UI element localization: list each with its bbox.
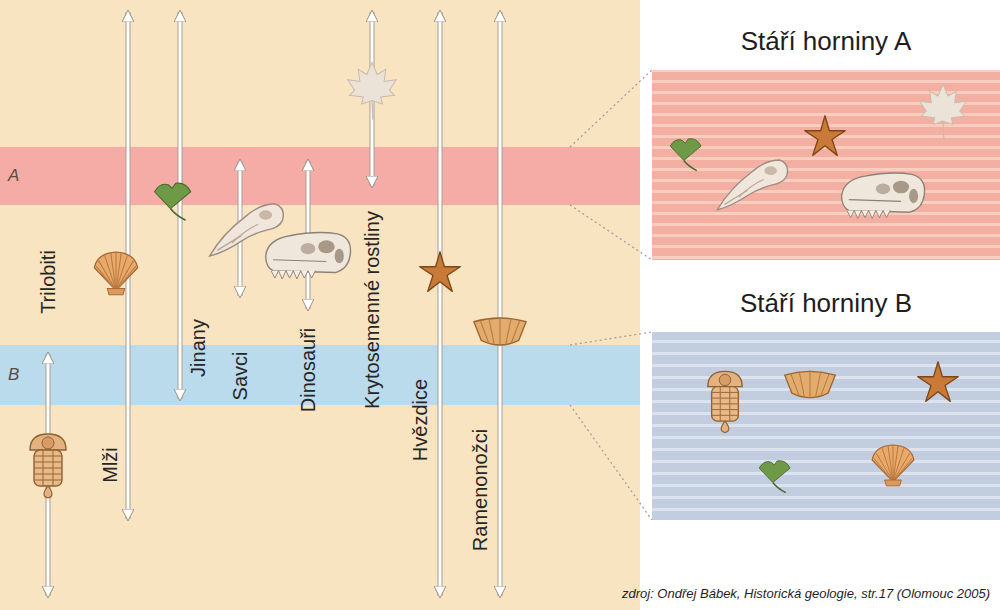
band-fill-b [0, 345, 640, 405]
panel-heading: Stáří horniny B [632, 288, 1000, 319]
taxon-label: Dinosauři [297, 328, 319, 412]
chart-ground [0, 0, 640, 610]
rock-panel: Stáří horniny A [652, 70, 1000, 260]
panel-fill-b [652, 332, 1000, 520]
taxon-label: Trilobiti [37, 250, 59, 314]
band-letter: B [8, 365, 19, 385]
band-letter: A [8, 166, 19, 186]
rock-panel: Stáří horniny B [652, 332, 1000, 520]
zoom-leader [570, 70, 652, 147]
age-band: B [0, 345, 640, 405]
zoom-leader [570, 205, 652, 260]
taxon-label: Savci [229, 352, 251, 401]
taxon-label: Krytosemenné rostliny [361, 211, 383, 409]
range-arrows [48, 12, 500, 596]
fossil-icons [30, 62, 966, 498]
source-caption: zdroj: Ondřej Bábek, Historická geologie… [622, 586, 990, 601]
band-fill-a [0, 147, 640, 205]
zoom-leader [570, 405, 652, 520]
panel-fill-a [652, 70, 1000, 260]
taxon-label: Mlži [99, 447, 121, 483]
taxon-label: Hvězdice [409, 379, 431, 461]
taxon-label: Ramenonožci [469, 429, 491, 551]
age-band: A [0, 147, 640, 205]
taxon-label: Jinany [187, 319, 209, 377]
zoom-leader [570, 332, 652, 345]
panel-heading: Stáří horniny A [632, 26, 1000, 57]
